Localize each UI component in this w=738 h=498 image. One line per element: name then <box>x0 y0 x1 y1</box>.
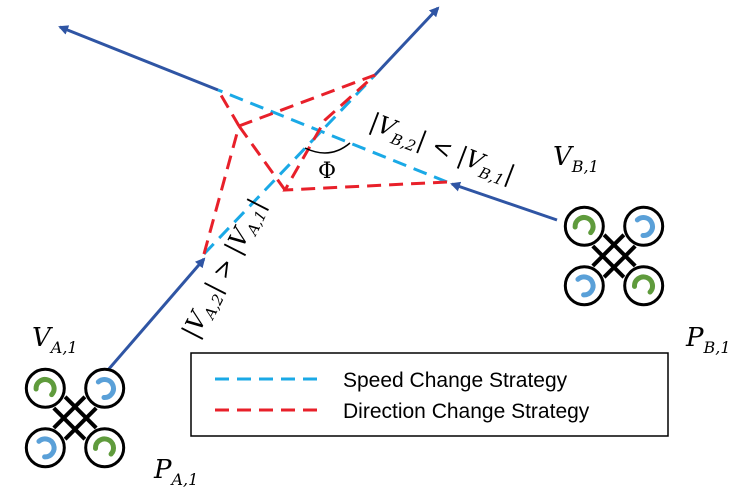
rotor <box>24 427 66 469</box>
speed-change-paths <box>202 73 448 256</box>
legend-label-speed: Speed Change Strategy <box>343 369 568 392</box>
svg-text:VB,1: VB,1 <box>553 142 599 176</box>
legend-label-direction: Direction Change Strategy <box>343 400 590 423</box>
svg-text:VA,1: VA,1 <box>32 323 78 357</box>
velocity-arrows <box>58 6 558 371</box>
direction-path-a-return <box>237 125 287 191</box>
svg-text:PA,1: PA,1 <box>153 455 198 489</box>
label-va1: VA,1 <box>32 323 78 357</box>
arrow-exit-up-right <box>373 6 440 77</box>
legend: Speed Change Strategy Direction Change S… <box>190 352 669 437</box>
rotor <box>623 265 665 307</box>
label-vb1: VB,1 <box>553 142 599 176</box>
speed-path-b <box>217 88 448 184</box>
rotor <box>563 265 605 307</box>
label-pa1: PA,1 <box>153 455 198 489</box>
arrow-drone-a-to-split <box>106 257 206 371</box>
direction-change-paths <box>202 73 448 255</box>
rotor <box>84 367 126 409</box>
rotor <box>563 205 605 247</box>
arrow-exit-up-left <box>58 25 219 92</box>
label-pb1: PB,1 <box>685 323 731 357</box>
arrow-drone-b-to-split <box>450 181 558 222</box>
svg-text:|VA,2| > |VA,1|: |VA,2| > |VA,1| <box>176 194 274 345</box>
legend-box <box>190 352 669 437</box>
rotor <box>623 205 665 247</box>
svg-text:PB,1: PB,1 <box>685 323 731 357</box>
quadcopter-icon <box>563 205 665 307</box>
quadcopter-icon <box>24 367 126 469</box>
direction-path-b-upper <box>238 73 376 128</box>
rotor <box>84 427 126 469</box>
phi-label: Φ <box>318 159 336 184</box>
angle-phi-arc <box>304 142 351 154</box>
speed-path-a <box>202 73 377 256</box>
rotor <box>24 367 66 409</box>
inequality-speed-a: |VA,2| > |VA,1| <box>176 194 274 345</box>
direction-path-b <box>282 73 448 192</box>
